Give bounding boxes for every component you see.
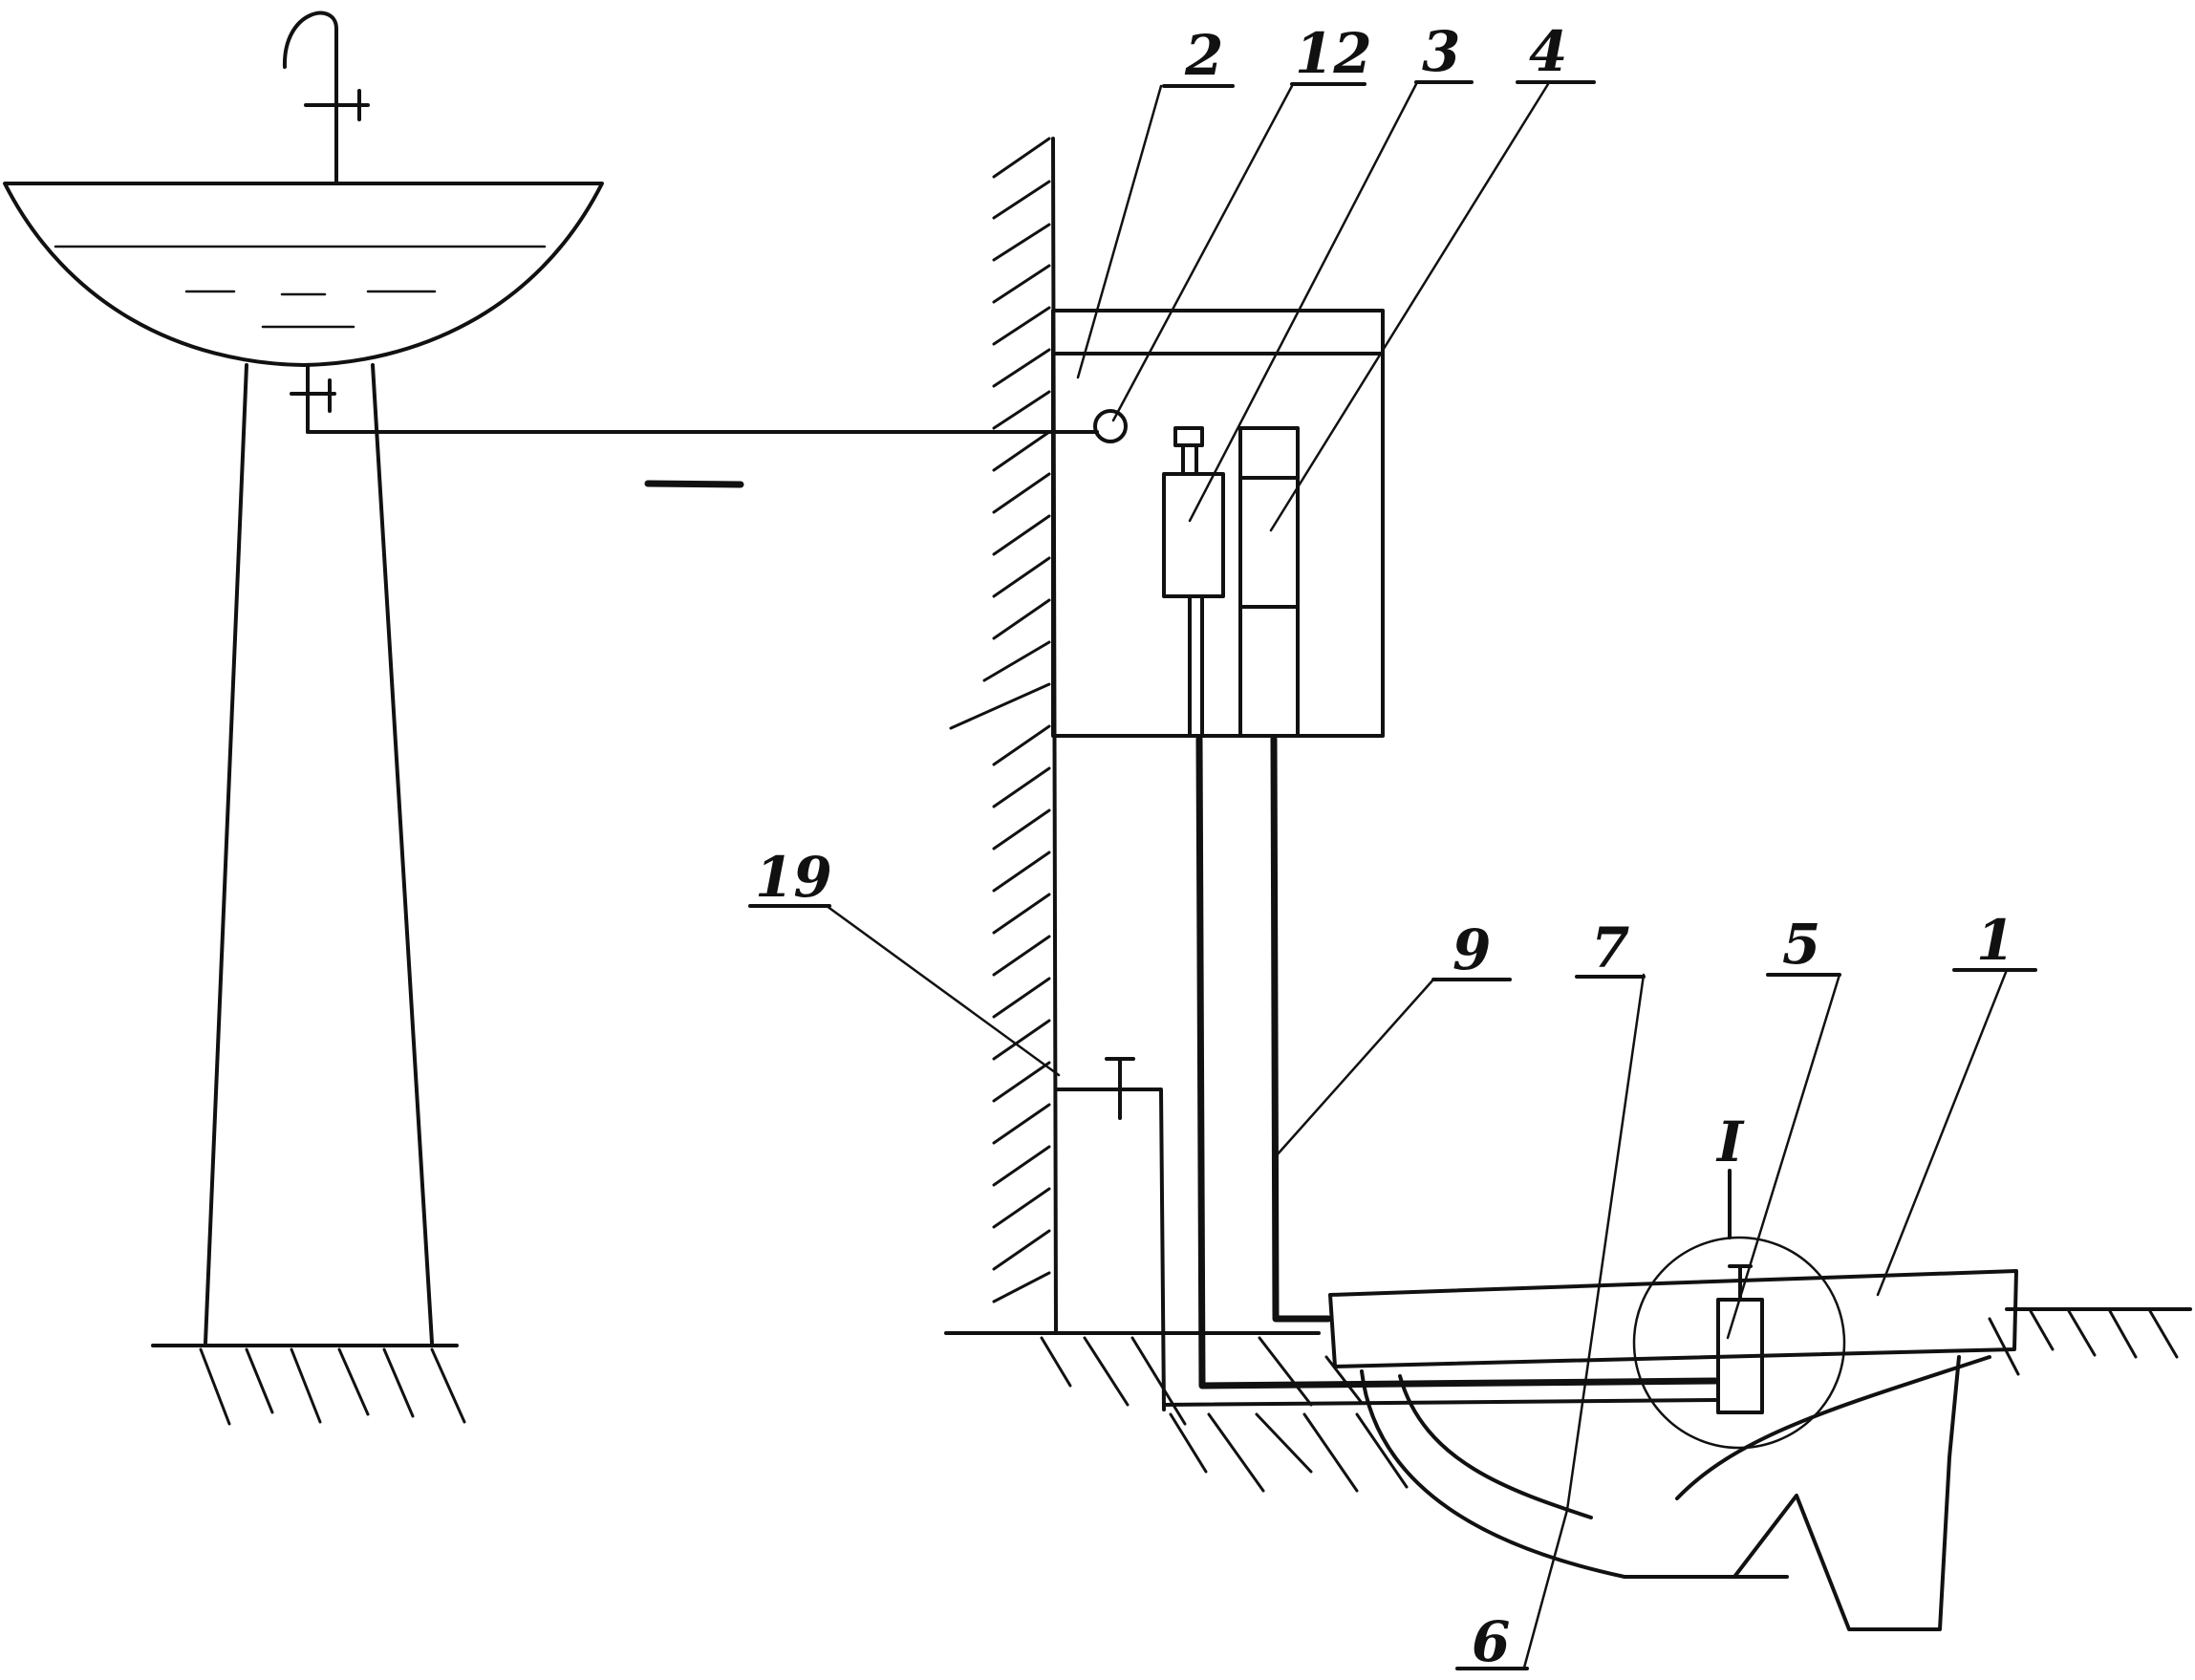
pipe-19 xyxy=(1055,1088,1166,1411)
water-tank xyxy=(1051,309,1385,738)
valve-neck xyxy=(1181,443,1198,476)
toilet-bowl-curve xyxy=(1675,1355,1991,1500)
flush-pipe-7 xyxy=(1195,735,1719,1389)
valve-body-3 xyxy=(1162,472,1225,598)
ref-numeral-12: 12 xyxy=(1295,21,1372,86)
ref-numeral-19: 19 xyxy=(755,845,832,910)
wall xyxy=(949,137,1058,1335)
detail-marker-I: I xyxy=(1715,1109,1745,1174)
wash-basin xyxy=(3,11,1099,1345)
ref-numeral-5: 5 xyxy=(1782,912,1820,977)
floor-left xyxy=(151,1344,466,1426)
ref-numeral-9: 9 xyxy=(1453,917,1491,982)
floor-right xyxy=(944,1307,2192,1493)
ref-numeral-6: 6 xyxy=(1472,1609,1510,1674)
ref-numeral-4: 4 xyxy=(1529,19,1567,84)
detail-circle-I xyxy=(1632,1236,1846,1450)
ref-numeral-1: 1 xyxy=(1976,908,2014,973)
ref-numeral-2: 2 xyxy=(1184,23,1223,88)
inlet-valve-12 xyxy=(1093,409,1128,443)
pedestal-left xyxy=(204,363,248,1345)
ref-numeral-3: 3 xyxy=(1422,19,1460,84)
toilet-trap-inner xyxy=(1398,1374,1593,1519)
toilet-seat-1 xyxy=(1328,1269,2018,1368)
toilet-trap-outer xyxy=(1360,1369,1789,1579)
valve-cap xyxy=(1173,426,1204,447)
basin-bowl xyxy=(3,182,604,367)
faucet-spout xyxy=(282,11,338,183)
column-4 xyxy=(1238,426,1300,738)
ref-numeral-7: 7 xyxy=(1591,915,1629,980)
leader-lines xyxy=(748,80,2037,1670)
toilet-foot xyxy=(1732,1355,1961,1631)
overflow-pipe-9 xyxy=(1270,735,1332,1323)
pedestal-right xyxy=(371,363,434,1345)
reference-numerals: 2 12 3 4 19 9 7 5 1 6 I xyxy=(755,19,2014,1674)
pipe-6 xyxy=(1162,1398,1717,1407)
flow-direction-arrow xyxy=(644,480,744,488)
tank-body xyxy=(1051,309,1385,738)
pipes xyxy=(1055,735,1719,1411)
